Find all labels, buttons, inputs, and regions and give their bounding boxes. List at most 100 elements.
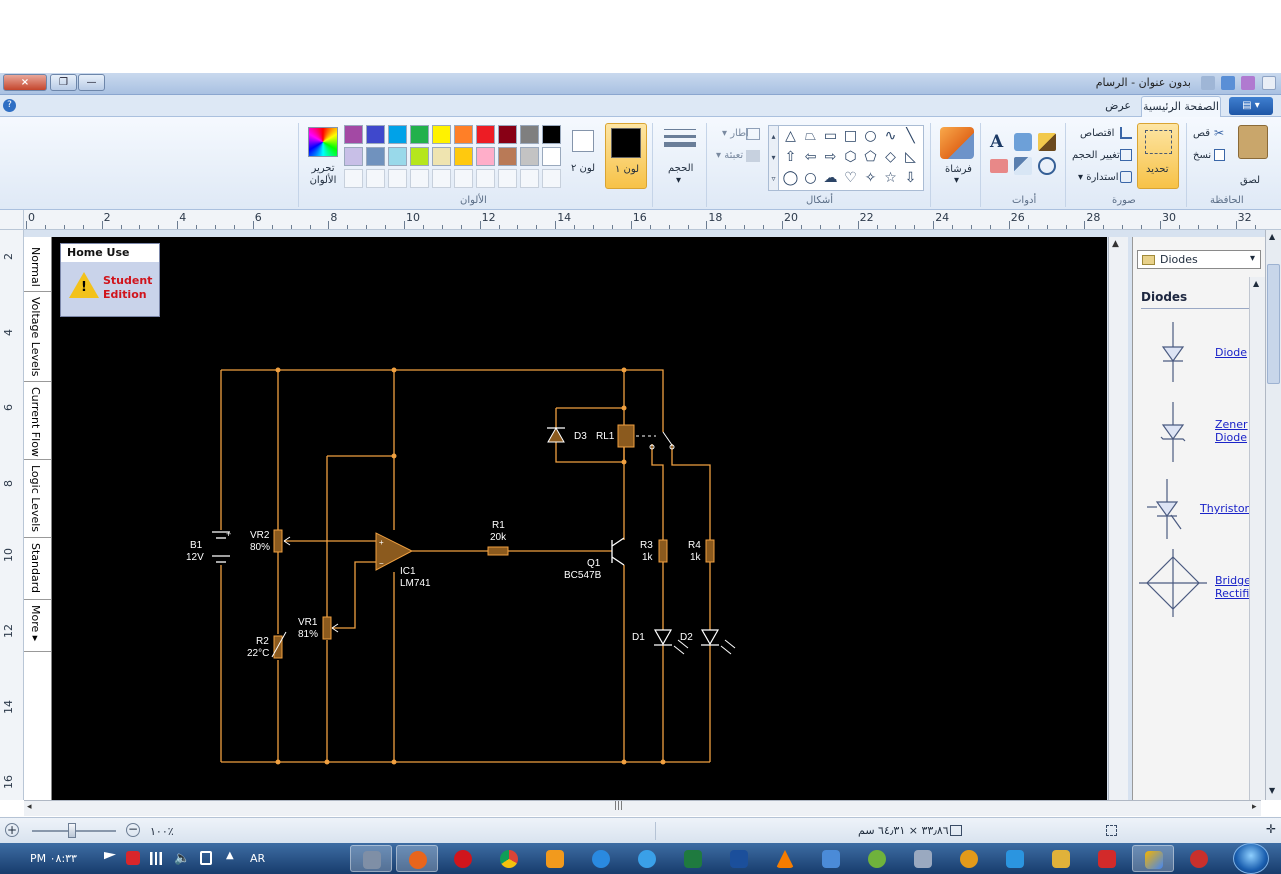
shape-oval-icon[interactable]: ○ xyxy=(864,128,877,144)
paint-menu-button[interactable]: ▤ ▾ xyxy=(1229,97,1273,115)
size-icon[interactable] xyxy=(664,129,696,153)
scroll-grip-icon[interactable]: ||| xyxy=(614,801,624,811)
shapes-scroll[interactable]: ▴▾▿ xyxy=(768,125,779,191)
brushes-button[interactable]: فرشاة xyxy=(945,164,972,175)
palette-swatch[interactable] xyxy=(366,147,385,166)
palette-swatch[interactable] xyxy=(432,147,451,166)
tab-view[interactable]: عرض xyxy=(1105,99,1131,112)
taskbar-media[interactable] xyxy=(534,845,576,872)
device-tray-icon[interactable] xyxy=(200,851,212,865)
minimize-button[interactable]: — xyxy=(78,74,105,91)
shape-arrow-down-icon[interactable]: ⇩ xyxy=(904,170,917,186)
palette-custom-slot[interactable] xyxy=(498,169,517,188)
shape-arrow-right-icon[interactable]: ⇨ xyxy=(824,149,837,165)
shape-arrow-up-icon[interactable]: ⇧ xyxy=(784,149,797,165)
palette-swatch[interactable] xyxy=(498,147,517,166)
palette-custom-slot[interactable] xyxy=(432,169,451,188)
panel-item-zener-diode[interactable]: Zener Diode xyxy=(1215,418,1248,444)
category-dropdown[interactable]: Diodes ▾ xyxy=(1137,250,1261,269)
palette-swatch[interactable] xyxy=(432,125,451,144)
palette-swatch[interactable] xyxy=(388,147,407,166)
palette-swatch[interactable] xyxy=(410,147,429,166)
palette-swatch[interactable] xyxy=(542,147,561,166)
color-picker-icon[interactable] xyxy=(1014,157,1032,175)
edit-colors-button[interactable]: تحرير الألوان xyxy=(309,163,337,186)
restore-button[interactable]: ❐ xyxy=(50,74,77,91)
tab-home[interactable]: الصفحة الرئيسية xyxy=(1141,96,1221,117)
fill-tool-icon[interactable] xyxy=(1014,133,1032,151)
palette-swatch[interactable] xyxy=(344,125,363,144)
taskbar-app-16[interactable] xyxy=(1040,845,1082,872)
shape-pentagon-icon[interactable]: ⬠ xyxy=(864,149,877,165)
zoom-in-icon[interactable]: + xyxy=(5,823,19,837)
shape-cloud-icon[interactable]: ☁ xyxy=(823,170,838,186)
palette-swatch[interactable] xyxy=(520,125,539,144)
zoom-out-icon[interactable]: − xyxy=(126,822,140,837)
input-language[interactable]: AR xyxy=(250,852,266,865)
pencil-tool-icon[interactable] xyxy=(1038,133,1056,151)
taskbar-firefox[interactable] xyxy=(396,845,438,872)
taskbar-app-13[interactable] xyxy=(902,845,944,872)
shape-callout-icon[interactable]: ◯ xyxy=(782,170,799,186)
redo-icon[interactable] xyxy=(1201,76,1215,90)
shape-triangle-icon[interactable]: △ xyxy=(785,128,796,144)
panel-item-diode[interactable]: Diode xyxy=(1215,346,1248,359)
shape-polygon-icon[interactable]: ⏢ xyxy=(804,128,817,144)
zoom-slider-thumb[interactable] xyxy=(68,823,76,838)
palette-custom-slot[interactable] xyxy=(476,169,495,188)
palette-swatch[interactable] xyxy=(520,147,539,166)
resize-button[interactable]: تغيير الحجم xyxy=(1072,150,1120,161)
eraser-tool-icon[interactable] xyxy=(990,159,1008,173)
color1-button[interactable]: لون ١ xyxy=(605,123,647,189)
taskbar-app-14[interactable] xyxy=(948,845,990,872)
action-center-flag-icon[interactable] xyxy=(104,852,116,860)
color2-button[interactable]: لون ٢ xyxy=(567,127,599,187)
edit-colors-icon[interactable] xyxy=(308,127,338,157)
palette-swatch[interactable] xyxy=(454,125,473,144)
taskbar-app-19[interactable] xyxy=(1178,845,1220,872)
copy-button[interactable]: نسخ xyxy=(1193,150,1212,161)
taskbar-excel[interactable] xyxy=(672,845,714,872)
taskbar-opera[interactable] xyxy=(442,845,484,872)
panel-item-thyristor[interactable]: Thyristor xyxy=(1200,502,1250,515)
brushes-dropdown-icon[interactable]: ▾ xyxy=(954,175,960,186)
antivirus-tray-icon[interactable] xyxy=(126,851,140,865)
close-button[interactable]: × xyxy=(3,74,47,91)
select-button[interactable]: تحديد xyxy=(1137,123,1179,189)
save-icon[interactable] xyxy=(1241,76,1255,90)
size-button[interactable]: الحجم xyxy=(668,163,694,174)
palette-custom-slot[interactable] xyxy=(542,169,561,188)
taskbar-app-11[interactable] xyxy=(810,845,852,872)
crop-button[interactable]: اقتصاص xyxy=(1080,128,1115,139)
brush-icon[interactable] xyxy=(940,127,974,159)
undo-icon[interactable] xyxy=(1221,76,1235,90)
shape-line-icon[interactable]: ╲ xyxy=(906,128,915,144)
shape-curve-icon[interactable]: ∿ xyxy=(884,128,897,144)
cut-button[interactable]: قص xyxy=(1193,128,1211,139)
taskbar-app-12[interactable] xyxy=(856,845,898,872)
show-hidden-icons[interactable]: ▲ xyxy=(226,850,234,861)
taskbar-paint[interactable] xyxy=(1132,845,1174,872)
scroll-down-icon[interactable]: ▼ xyxy=(1269,786,1276,795)
palette-swatch[interactable] xyxy=(542,125,561,144)
rotate-button[interactable]: ▾ استدارة xyxy=(1078,172,1119,183)
palette-swatch[interactable] xyxy=(476,125,495,144)
shape-rounded-rect-icon[interactable]: ▭ xyxy=(823,128,838,144)
taskbar-vlc[interactable] xyxy=(764,845,806,872)
taskbar-chrome[interactable] xyxy=(488,845,530,872)
canvas-horizontal-scrollbar[interactable]: ◂ ||| ▸ xyxy=(24,800,1261,816)
fill-button[interactable]: ▾ تعبئة xyxy=(716,150,744,161)
circuit-canvas[interactable] xyxy=(52,237,1107,800)
palette-custom-slot[interactable] xyxy=(344,169,363,188)
palette-custom-slot[interactable] xyxy=(454,169,473,188)
taskbar-ie[interactable] xyxy=(580,845,622,872)
palette-swatch[interactable] xyxy=(366,125,385,144)
scroll-right-icon[interactable]: ▸ xyxy=(1252,802,1257,812)
palette-custom-slot[interactable] xyxy=(366,169,385,188)
palette-swatch[interactable] xyxy=(410,125,429,144)
scroll-left-icon[interactable]: ◂ xyxy=(27,802,32,812)
shape-heart-icon[interactable]: ♡ xyxy=(844,170,857,186)
shape-rect-icon[interactable]: □ xyxy=(843,128,858,144)
outline-button[interactable]: ▾ إطار xyxy=(722,128,749,139)
shape-hexagon-icon[interactable]: ⬡ xyxy=(844,149,857,165)
